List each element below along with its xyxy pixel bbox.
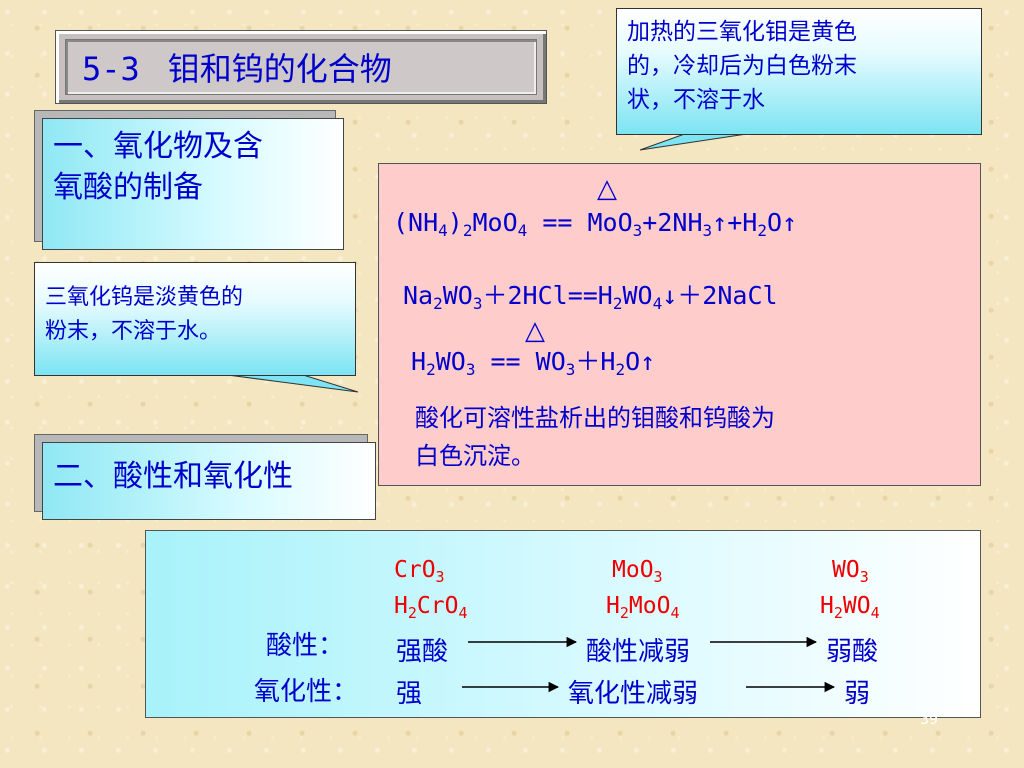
section-1-line2: 氧酸的制备 [53, 169, 203, 205]
oxide-wo3: WO3 [832, 557, 869, 586]
callout-wo3-line1: 三氧化钨是淡黄色的 [45, 285, 244, 310]
title-box: 5-3 钼和钨的化合物 [55, 30, 547, 104]
equation-2: Na2WO3＋2HCl==H2WO4↓＋2NaCl [403, 281, 778, 313]
acidity-trend: 酸性减弱 [586, 637, 691, 667]
title-inner: 5-3 钼和钨的化合物 [65, 39, 537, 95]
acid-h2moo4: H2MoO4 [606, 593, 680, 622]
delta-symbol-1: △ [597, 174, 617, 204]
section-1-tab-face: 一、氧化物及含 氧酸的制备 [42, 118, 344, 250]
page-number: 39 [920, 712, 938, 728]
callout-wo3-line2: 粉末，不溶于水。 [45, 319, 222, 344]
oxidizing-strong: 强 [396, 679, 423, 709]
callout-moo3-line3: 状，不溶于水 [627, 87, 765, 113]
oxide-moo3: MoO3 [612, 557, 663, 586]
reactions-note-line1: 酸化可溶性盐析出的钼酸和钨酸为 [415, 404, 775, 432]
reactions-box: △ (NH4)2MoO4 == MoO3+2NH3↑+H2O↑ Na2WO3＋2… [378, 163, 981, 486]
section-2-tab: 二、酸性和氧化性 [34, 434, 376, 520]
equation-1: (NH4)2MoO4 == MoO3+2NH3↑+H2O↑ [393, 208, 798, 240]
delta-symbol-2: △ [525, 316, 545, 346]
title-text: 钼和钨的化合物 [167, 50, 392, 88]
comparison-box: CrO3 MoO3 WO3 H2CrO4 H2MoO4 H2WO4 酸性： 强酸… [145, 530, 981, 718]
acidity-weak: 弱酸 [826, 637, 879, 667]
acid-h2cro4: H2CrO4 [394, 593, 468, 622]
acidity-label: 酸性： [266, 631, 345, 661]
section-1-line1: 一、氧化物及含 [53, 129, 263, 164]
callout-moo3: 加热的三氧化钼是黄色 的，冷却后为白色粉末 状，不溶于水 [616, 8, 982, 135]
oxidizing-label: 氧化性： [254, 677, 359, 707]
section-1-tab: 一、氧化物及含 氧酸的制备 [34, 110, 344, 250]
section-2-label: 二、酸性和氧化性 [53, 459, 293, 494]
callout-wo3: 三氧化钨是淡黄色的 粉末，不溶于水。 [34, 262, 356, 376]
callout-wo3-tail [219, 373, 359, 393]
title-number: 5-3 [82, 50, 140, 88]
trend-arrows [462, 636, 836, 693]
reactions-note-line2: 白色沉淀。 [415, 442, 535, 470]
oxidizing-trend: 氧化性减弱 [568, 679, 699, 709]
oxidizing-weak: 弱 [844, 679, 871, 709]
page-title: 5-3 钼和钨的化合物 [82, 44, 392, 90]
equation-3: H2WO3 == WO3＋H2O↑ [411, 347, 656, 379]
acid-h2wo4: H2WO4 [820, 593, 880, 622]
section-2-tab-face: 二、酸性和氧化性 [42, 442, 376, 520]
acidity-strong: 强酸 [396, 637, 449, 667]
oxide-cro3: CrO3 [394, 557, 445, 586]
callout-moo3-line1: 加热的三氧化钼是黄色 [627, 19, 857, 45]
callout-moo3-line2: 的，冷却后为白色粉末 [627, 53, 857, 79]
